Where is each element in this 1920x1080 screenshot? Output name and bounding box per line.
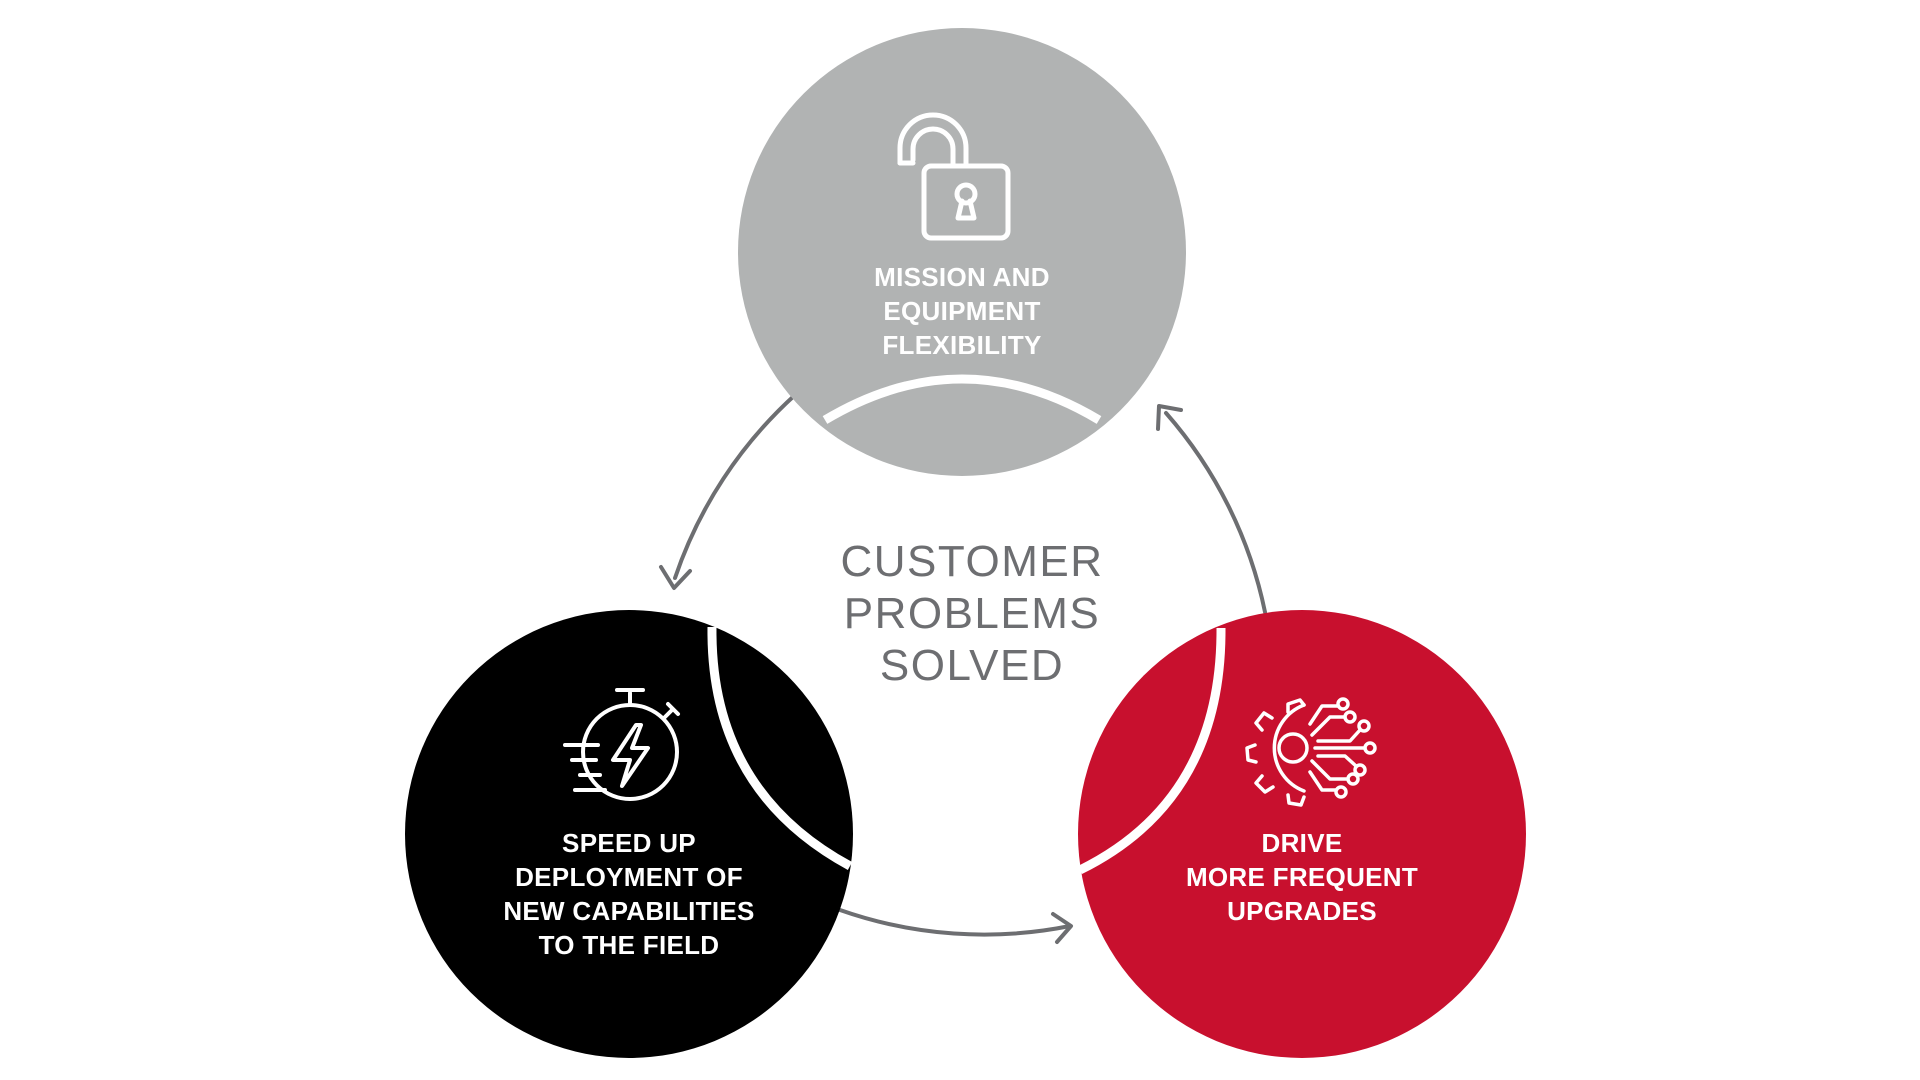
node-top-label-line-1: MISSION AND bbox=[874, 262, 1050, 292]
node-top-label-line-3: FLEXIBILITY bbox=[882, 330, 1042, 360]
node-right-label-line-3: UPGRADES bbox=[1227, 896, 1377, 926]
node-top bbox=[738, 28, 1186, 476]
arrow-top-to-left bbox=[673, 393, 797, 580]
node-left-label-line-1: SPEED UP bbox=[562, 828, 696, 858]
arrow-right-to-top bbox=[1164, 411, 1267, 614]
node-top-label-line-2: EQUIPMENT bbox=[883, 296, 1041, 326]
node-left-label-line-3: NEW CAPABILITIES bbox=[503, 896, 755, 926]
node-left-circle bbox=[405, 610, 853, 1058]
node-top-inner-arc bbox=[822, 374, 1102, 424]
node-right-label: DRIVE MORE FREQUENT UPGRADES bbox=[1142, 826, 1462, 928]
stopwatch-lightning-icon bbox=[563, 688, 680, 801]
node-left-label-line-2: DEPLOYMENT OF bbox=[515, 862, 743, 892]
cycle-arrows bbox=[659, 393, 1267, 944]
arrow-left-to-right-head bbox=[1051, 912, 1073, 944]
center-title-line-2: PROBLEMS bbox=[843, 589, 1101, 638]
node-left-inner-arc bbox=[707, 626, 853, 870]
node-right bbox=[1078, 610, 1526, 1058]
node-right-label-line-1: DRIVE bbox=[1261, 828, 1343, 858]
node-left-label-line-4: TO THE FIELD bbox=[538, 930, 720, 960]
node-right-inner-arc bbox=[1078, 627, 1226, 875]
unlocked-padlock-icon bbox=[897, 112, 1011, 241]
center-title-line-3: SOLVED bbox=[879, 641, 1065, 690]
node-top-label: MISSION AND EQUIPMENT FLEXIBILITY bbox=[802, 260, 1122, 362]
arrow-left-to-right bbox=[838, 908, 1072, 937]
node-left-label: SPEED UP DEPLOYMENT OF NEW CAPABILITIES … bbox=[469, 826, 789, 962]
arrow-right-to-top-head bbox=[1156, 404, 1183, 431]
node-right-label-line-2: MORE FREQUENT bbox=[1185, 862, 1419, 892]
center-title: CUSTOMER PROBLEMS SOLVED bbox=[762, 536, 1182, 692]
node-top-circle bbox=[738, 28, 1186, 476]
arrow-top-to-left-head bbox=[659, 565, 692, 590]
node-left bbox=[405, 610, 853, 1058]
center-title-line-1: CUSTOMER bbox=[840, 537, 1104, 586]
gear-circuit-icon bbox=[1245, 697, 1377, 807]
node-right-circle bbox=[1078, 610, 1526, 1058]
